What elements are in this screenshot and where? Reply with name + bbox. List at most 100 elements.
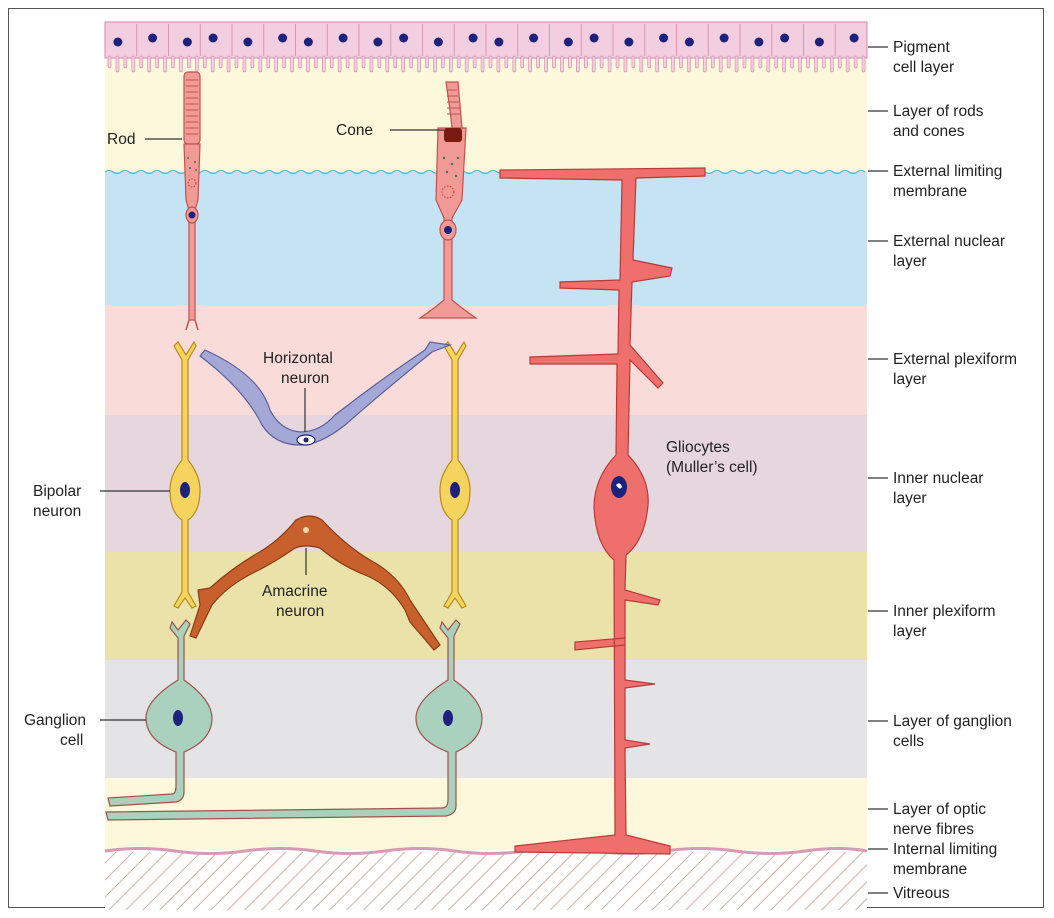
pigment-nucleus [304, 38, 313, 47]
pigment-villus [529, 56, 532, 72]
pigment-nucleus [339, 34, 348, 43]
pigment-villus [568, 56, 571, 68]
pigment-nucleus [590, 34, 599, 43]
pigment-villus [862, 56, 865, 72]
pigment-villus [473, 56, 476, 68]
pigment-villus [322, 56, 325, 72]
pigment-villus [584, 56, 587, 68]
pigment-villus [156, 56, 159, 68]
pigment-villus [838, 56, 841, 68]
band-ext-nuclear [105, 172, 867, 305]
svg-text:Inner nuclearlayer: Inner nuclearlayer [893, 470, 983, 507]
pigment-villus [632, 56, 635, 68]
pigment-villus [783, 56, 786, 72]
pigment-villus [449, 56, 452, 72]
layer-label-vitreous: Vitreous [893, 885, 950, 902]
pigment-villus [187, 56, 190, 68]
pigment-villus [195, 56, 198, 72]
band-ganglion [105, 660, 867, 778]
pigment-villus [759, 56, 762, 68]
pigment-nucleus [780, 34, 789, 43]
pigment-villus [814, 56, 817, 72]
label-amacrine-1: Amacrine [262, 583, 327, 600]
pigment-villus [600, 56, 603, 68]
pigment-villus [394, 56, 397, 68]
pigment-villus [330, 56, 333, 68]
svg-text:Bipolarneuron: Bipolar neuron [33, 483, 81, 520]
layer-label-optic-2: nerve fibres [893, 821, 974, 838]
pigment-villus [211, 56, 214, 72]
pigment-villus [267, 56, 270, 68]
pigment-villus [418, 56, 421, 72]
pigment-villus [370, 56, 373, 72]
pigment-villus [830, 56, 833, 72]
pigment-villus [426, 56, 429, 68]
pigment-nucleus [373, 38, 382, 47]
label-cone: Cone [336, 122, 373, 139]
pigment-nucleus [754, 38, 763, 47]
pigment-villus [735, 56, 738, 72]
pigment-villus [521, 56, 524, 68]
pigment-villus [545, 56, 548, 72]
pigment-villus [140, 56, 143, 68]
pigment-villus [283, 56, 286, 68]
pigment-villus [378, 56, 381, 68]
pigment-villus [537, 56, 540, 68]
layer-label-rods-cones-1: Layer of rods [893, 103, 984, 120]
pigment-villus [489, 56, 492, 68]
pigment-villus [299, 56, 302, 68]
pigment-nucleus [113, 38, 122, 47]
pigment-nucleus [815, 38, 824, 47]
pigment-villus [680, 56, 683, 68]
pigment-nucleus [720, 34, 729, 43]
pigment-villus [560, 56, 563, 72]
band-inner-plexiform [105, 552, 867, 660]
band-inner-nuclear [105, 415, 867, 552]
label-horizontal-1: Horizontal [263, 350, 333, 367]
layer-label-ext-plexiform-2: layer [893, 371, 927, 388]
label-amacrine-2: neuron [276, 603, 324, 620]
pigment-villus [703, 56, 706, 72]
pigment-villus [513, 56, 516, 72]
layer-label-ext-plexiform-1: External plexiform [893, 351, 1017, 368]
svg-text:Layer of rodsand cones: Layer of rods and cones [893, 103, 984, 140]
pigment-villus [767, 56, 770, 72]
pigment-villus [465, 56, 468, 72]
layer-label-pigment-2: cell layer [893, 59, 954, 76]
pigment-villus [743, 56, 746, 68]
pigment-villus [148, 56, 151, 72]
pigment-nucleus [209, 34, 218, 43]
pigment-villus [457, 56, 460, 68]
pigment-villus [608, 56, 611, 72]
pigment-nucleus [624, 38, 633, 47]
pigment-villus [291, 56, 294, 72]
pigment-nucleus [494, 38, 503, 47]
svg-text:External nuclearlayer: External nuclearlayer [893, 233, 1005, 270]
pigment-nucleus [564, 38, 573, 47]
label-bipolar-1: Bipolar [33, 483, 81, 500]
pigment-villus [648, 56, 651, 68]
label-bipolar-2: neuron [33, 503, 81, 520]
pigment-villus [846, 56, 849, 72]
layer-label-rods-cones-2: and cones [893, 123, 965, 140]
pigment-nucleus [399, 34, 408, 43]
layer-label-int-limiting-2: membrane [893, 861, 967, 878]
pigment-villus [108, 56, 111, 68]
pigment-nucleus [148, 34, 157, 43]
pigment-villus [164, 56, 167, 72]
layer-label-optic-1: Layer of optic [893, 801, 986, 818]
label-rod: Rod [107, 131, 135, 148]
pigment-villus [822, 56, 825, 68]
label-horizontal-2: neuron [281, 370, 329, 387]
pigment-villus [719, 56, 722, 72]
label-ganglion-2: cell [60, 732, 83, 749]
layer-label-inner-plexiform-2: layer [893, 623, 927, 640]
svg-text:Vitreous: Vitreous [893, 885, 950, 902]
pigment-villus [481, 56, 484, 72]
band-vitreous [105, 852, 867, 910]
layer-label-ganglion-1: Layer of ganglion [893, 713, 1012, 730]
pigment-villus [854, 56, 857, 68]
pigment-villus [505, 56, 508, 68]
